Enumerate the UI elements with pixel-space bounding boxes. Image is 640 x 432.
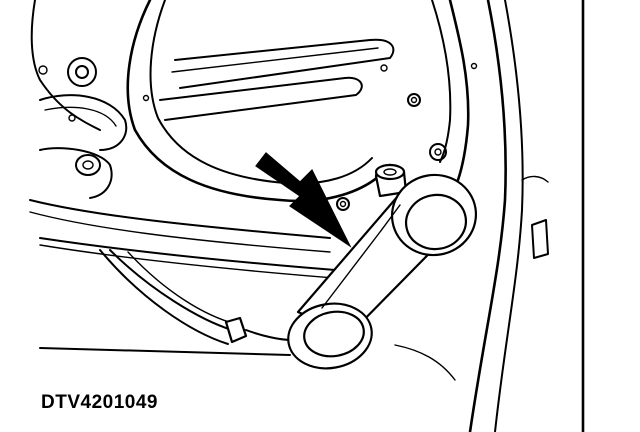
door-inner-panel <box>29 0 549 432</box>
handle-retaining-pin <box>374 163 408 198</box>
direction-arrow <box>255 152 352 248</box>
figure-code-label: DTV4201049 <box>41 392 158 413</box>
window-regulator-handle <box>287 173 478 370</box>
door-pull-cavity <box>30 0 128 199</box>
door-wiring-harness <box>39 237 361 345</box>
panel-holes <box>142 62 478 211</box>
